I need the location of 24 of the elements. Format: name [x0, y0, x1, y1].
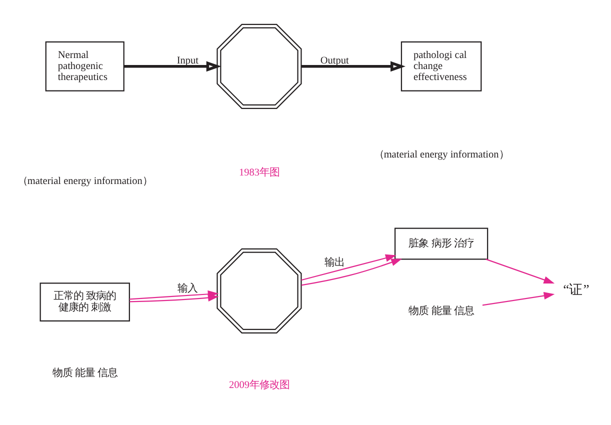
edge-label: Output: [320, 56, 349, 66]
label: 2009年修改图: [228, 380, 290, 391]
node-box: 脏象 病形 治疗: [394, 228, 488, 260]
node-box: Nermal pathogenic therapeutics: [45, 41, 124, 92]
arrow: [130, 294, 219, 302]
node-text: 物质 能量 信息: [52, 368, 118, 379]
edge-label: 输入: [178, 283, 198, 294]
arrow: [124, 61, 222, 72]
edge-label: Input: [176, 56, 199, 66]
node-octagon: [216, 248, 302, 334]
edge-label: 输出: [324, 258, 345, 269]
arrow: [486, 258, 555, 284]
arrow: [301, 61, 406, 72]
node-text: “证”: [563, 282, 590, 298]
label: 1983年图: [238, 167, 280, 178]
arrow: [482, 292, 555, 306]
label: （material energy information）: [374, 149, 509, 160]
arrow: [301, 254, 396, 281]
label: （material energy information）: [17, 176, 152, 187]
node-box: 正常的 致病的 健康的 刺激: [40, 282, 130, 322]
label: 物质 能量 信息: [408, 306, 474, 318]
arrow: [301, 258, 402, 286]
node-octagon: [216, 24, 302, 109]
node-box: pathologi cal change effectiveness: [400, 41, 482, 92]
